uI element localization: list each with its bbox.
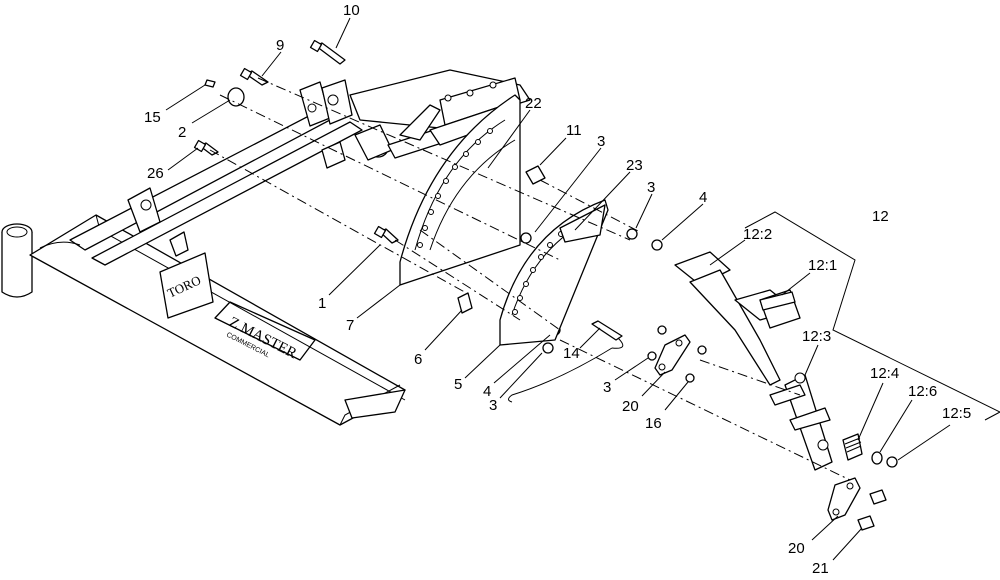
callout-4a: 4: [699, 189, 707, 206]
link-parts: [654, 334, 887, 531]
pin-14: [508, 320, 624, 403]
quadrant-plate-23: [499, 199, 609, 346]
callout-20a: 20: [622, 398, 639, 415]
callout-labels: 10 9 15 2 26 22 11 3 23 3 4 12 12:2 12:1…: [144, 2, 971, 577]
callout-3c: 3: [489, 397, 497, 414]
callout-3d: 3: [603, 379, 611, 396]
group-bracket-12: [744, 211, 1000, 421]
callout-12-3: 12:3: [802, 328, 831, 345]
callout-9: 9: [276, 37, 284, 54]
callout-21: 21: [812, 560, 829, 577]
callout-12-6: 12:6: [908, 383, 937, 400]
callout-2: 2: [178, 124, 186, 141]
callout-16: 16: [645, 415, 662, 432]
callout-11: 11: [566, 122, 582, 139]
callout-4b: 4: [483, 383, 491, 400]
callout-12-2: 12:2: [743, 226, 772, 243]
callout-3b: 3: [647, 179, 655, 196]
main-frame: [1, 69, 531, 426]
callout-3a: 3: [597, 133, 605, 150]
callout-10: 10: [343, 2, 360, 19]
callout-12: 12: [872, 208, 889, 225]
callout-15: 15: [144, 109, 161, 126]
callout-12-4: 12:4: [870, 365, 899, 382]
callout-7: 7: [346, 317, 354, 334]
callout-1: 1: [318, 295, 326, 312]
hardware-small: [193, 39, 707, 383]
leader-lines: [165, 17, 951, 561]
quadrant-plate-22: [399, 94, 521, 286]
callout-6: 6: [414, 351, 422, 368]
callout-12-1: 12:1: [808, 257, 837, 274]
alignment-lines: [209, 77, 851, 481]
callout-23: 23: [626, 157, 643, 174]
callout-14: 14: [563, 345, 580, 362]
callout-20b: 20: [788, 540, 805, 557]
pedal-assembly: [674, 251, 898, 471]
callout-22: 22: [525, 95, 542, 112]
callout-12-5: 12:5: [942, 405, 971, 422]
callout-5: 5: [454, 376, 462, 393]
callout-26: 26: [147, 165, 164, 182]
